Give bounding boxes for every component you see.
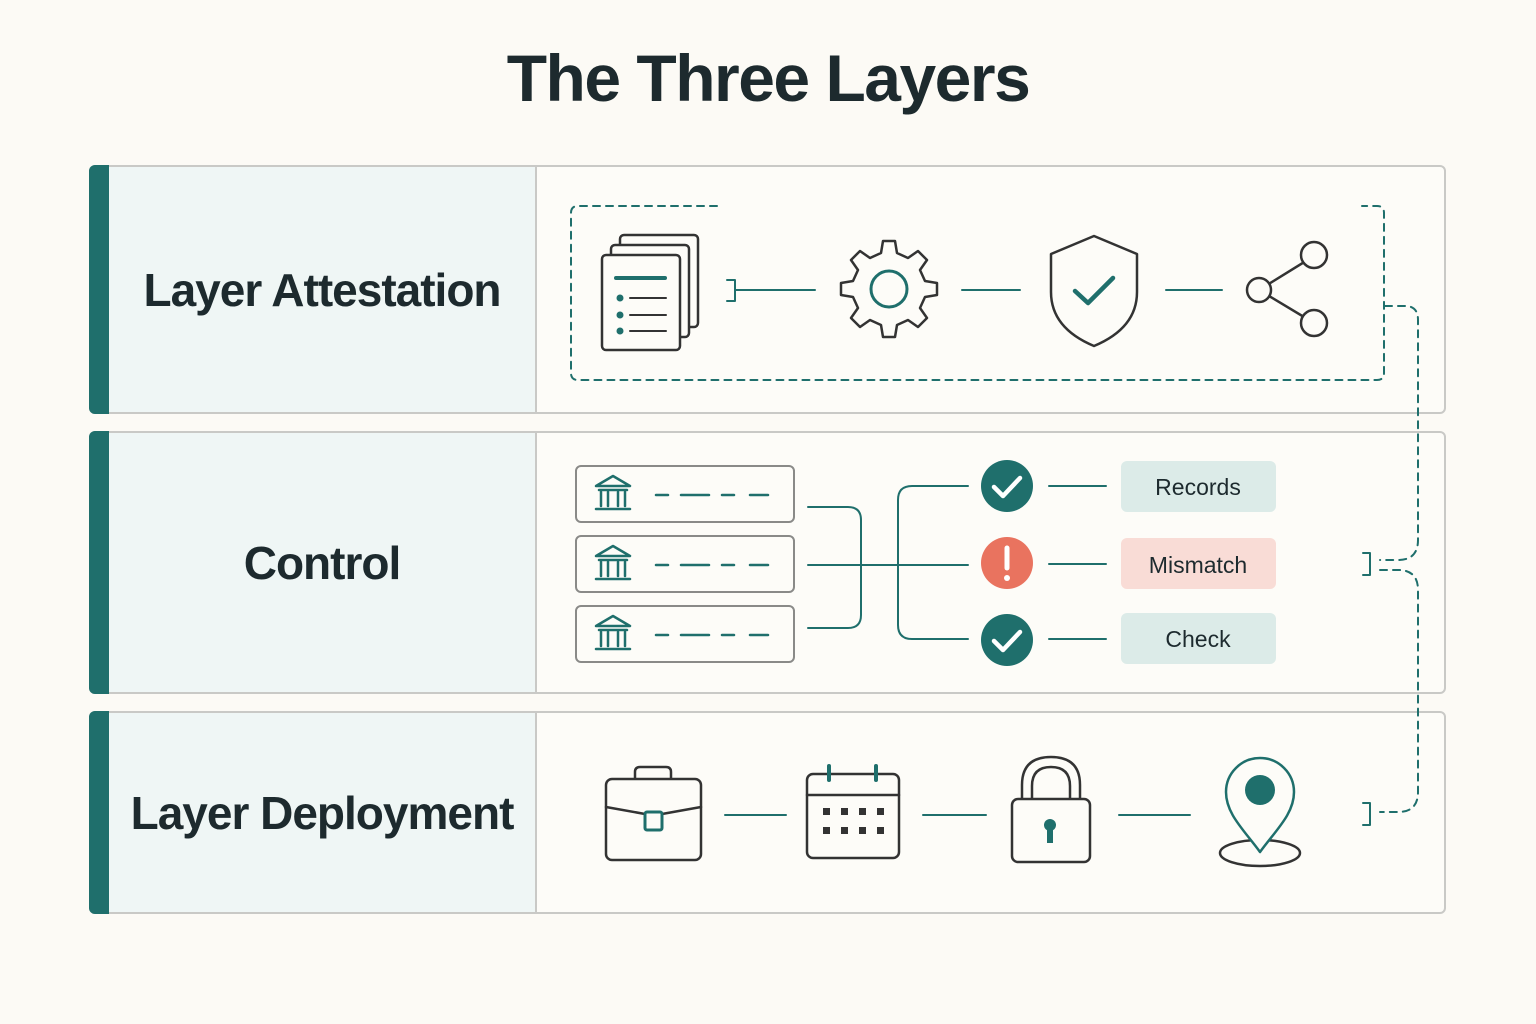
bank-icon (594, 614, 632, 651)
control-label: Control (243, 536, 402, 589)
page-title: The Three Layers (506, 41, 1031, 115)
connector-bracket (1362, 802, 1371, 826)
dashed-group-frame (570, 205, 1385, 381)
location-pin-icon (1218, 756, 1302, 868)
bank-icon (594, 544, 632, 581)
padlock-icon (1010, 755, 1092, 864)
layer-label-cell: Layer Deployment (109, 713, 537, 912)
panel-accent-bar (89, 711, 109, 914)
layer-attestation-label: Layer Attestation (143, 263, 501, 316)
exclamation-circle-icon (981, 537, 1033, 589)
result-label-check: Check (1165, 626, 1231, 652)
dashed-flow-line (1379, 569, 1419, 813)
documents-icon (600, 233, 700, 352)
briefcase-icon (604, 765, 703, 862)
share-nodes-icon (1245, 240, 1329, 338)
dashed-flow-line (1379, 305, 1419, 561)
split-connector (897, 485, 969, 640)
source-row (575, 465, 795, 523)
calendar-icon (805, 764, 901, 860)
connector-bracket (1362, 552, 1371, 576)
layer-deployment-panel: Layer Deployment (89, 711, 1446, 914)
source-row (575, 605, 795, 663)
panel-accent-bar (89, 165, 109, 414)
gear-icon (839, 239, 939, 339)
layer-deployment-label: Layer Deployment (130, 786, 515, 839)
panel-accent-bar (89, 431, 109, 694)
source-row (575, 535, 795, 593)
result-pill-check: Check (1121, 613, 1276, 664)
result-pill-mismatch: Mismatch (1121, 538, 1276, 589)
check-circle-icon (981, 614, 1033, 666)
layer-label-cell: Control (109, 433, 537, 692)
layer-label-cell: Layer Attestation (109, 167, 537, 412)
merge-connector (807, 506, 969, 629)
result-label-mismatch: Mismatch (1149, 552, 1247, 578)
shield-check-icon (1049, 234, 1139, 348)
result-label-records: Records (1155, 474, 1241, 500)
result-pill-records: Records (1121, 461, 1276, 512)
connector-bracket (726, 279, 736, 302)
check-circle-icon (981, 460, 1033, 512)
bank-icon (594, 474, 632, 511)
